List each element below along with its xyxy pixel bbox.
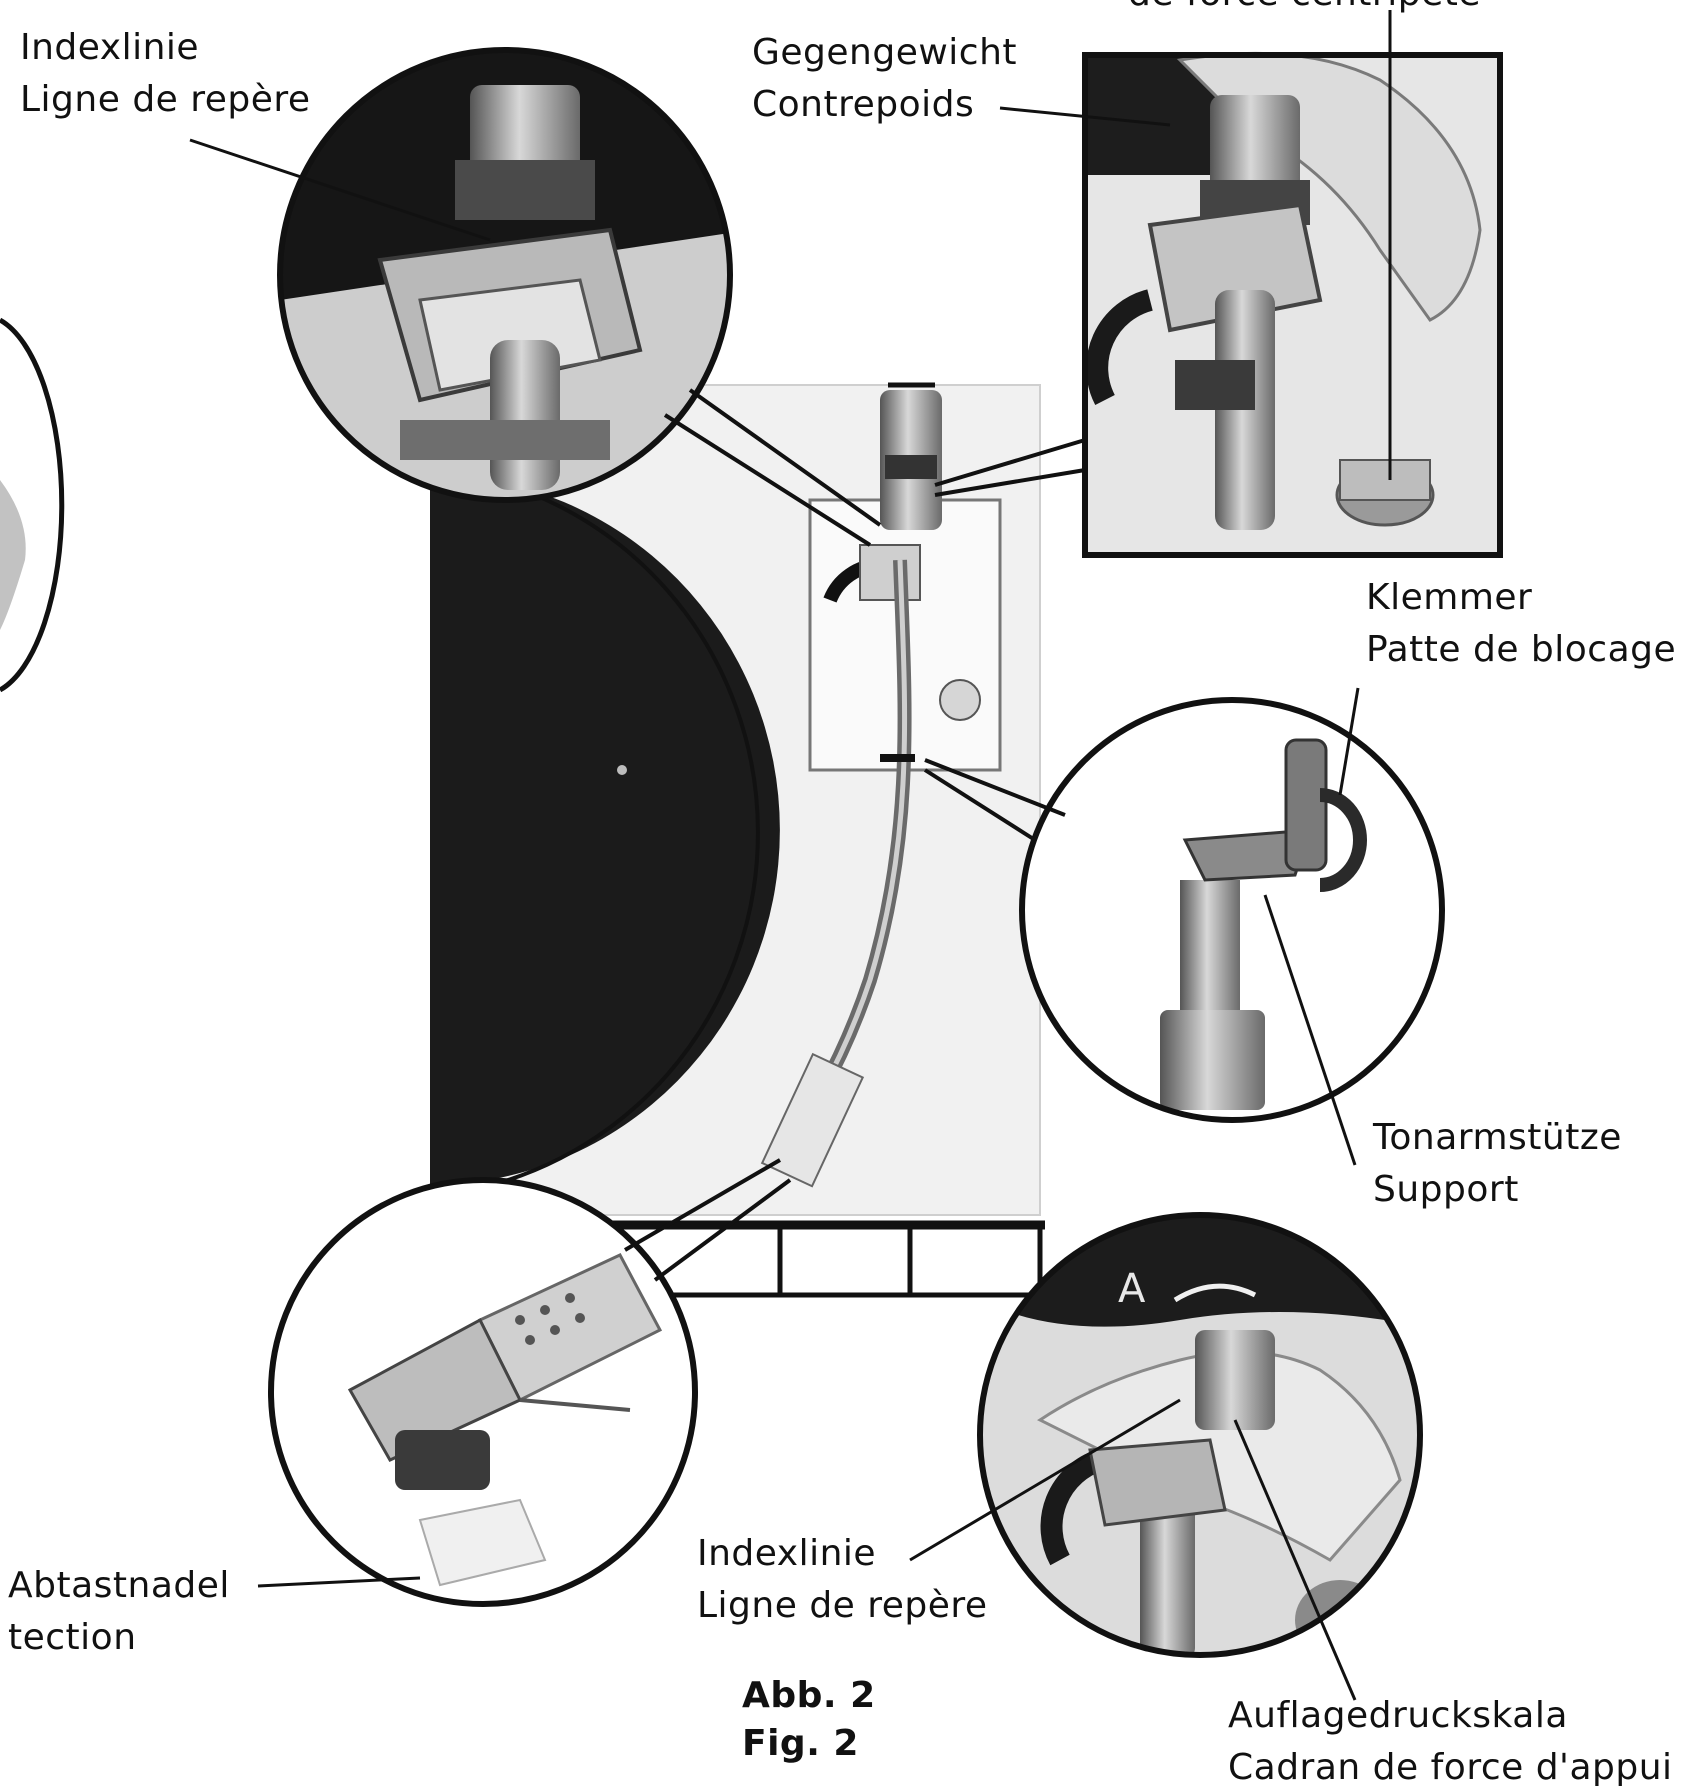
- inset-counterweight-photo: [1085, 10, 1500, 555]
- figure-caption-de: Abb. 2: [742, 1672, 876, 1720]
- label-armrest: Tonarmstütze Support: [1373, 1112, 1622, 1216]
- label-armrest-de: Tonarmstütze: [1373, 1112, 1622, 1164]
- label-stylus-de: Abtastnadel: [8, 1560, 230, 1612]
- label-index-line-top-de: Indexlinie: [20, 22, 311, 74]
- label-stylus-fr: tection: [8, 1612, 230, 1664]
- figure-caption-fr: Fig. 2: [742, 1720, 876, 1768]
- label-counterweight: Gegengewicht Contrepoids: [752, 27, 1017, 131]
- label-index-line-bottom-fr: Ligne de repère: [697, 1580, 988, 1632]
- figure-caption: Abb. 2 Fig. 2: [742, 1672, 876, 1768]
- inset-armrest-clamp: [1020, 700, 1450, 1130]
- label-clamp-de: Klemmer: [1366, 572, 1676, 624]
- label-pressure-scale-de: Auflagedruckskala: [1228, 1690, 1673, 1742]
- label-pressure-scale-fr: Cadran de force d'appui: [1228, 1742, 1673, 1786]
- label-index-line-top-fr: Ligne de repère: [20, 74, 311, 126]
- dial-letter: A: [1118, 1263, 1146, 1315]
- label-index-line-top: Indexlinie Ligne de repère: [20, 22, 311, 126]
- label-index-line-bottom: Indexlinie Ligne de repère: [697, 1528, 988, 1632]
- label-clamp-fr: Patte de blocage: [1366, 624, 1676, 676]
- label-centripetal-cut: de force centripète: [1128, 0, 1481, 20]
- label-armrest-fr: Support: [1373, 1164, 1622, 1216]
- label-counterweight-fr: Contrepoids: [752, 79, 1017, 131]
- label-stylus-protector: Abtastnadel tection: [8, 1560, 230, 1664]
- label-clamp: Klemmer Patte de blocage: [1366, 572, 1676, 676]
- cutoff-detail-circle: [0, 320, 62, 690]
- label-pressure-scale: Auflagedruckskala Cadran de force d'appu…: [1228, 1690, 1673, 1786]
- label-counterweight-de: Gegengewicht: [752, 27, 1017, 79]
- label-index-line-bottom-de: Indexlinie: [697, 1528, 988, 1580]
